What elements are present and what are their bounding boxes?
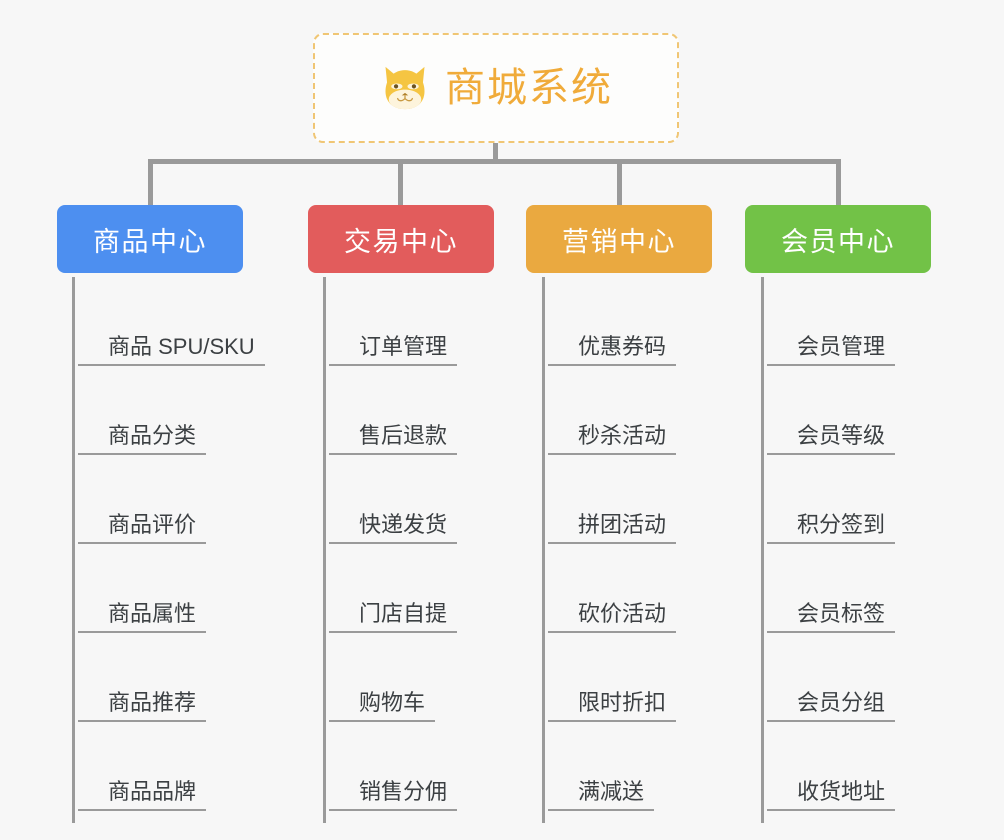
category-label-marketing: 营销中心 bbox=[562, 226, 676, 257]
list-item[interactable]: 会员等级 bbox=[761, 366, 896, 455]
leaf-label: 商品 SPU/SKU bbox=[78, 334, 265, 366]
leaf-label: 会员标签 bbox=[767, 601, 896, 633]
list-item[interactable]: 商品分类 bbox=[72, 366, 265, 455]
leaf-list-member: 会员管理 会员等级 积分签到 会员标签 会员分组 收货地址 bbox=[761, 277, 896, 811]
category-box-member[interactable]: 会员中心 bbox=[745, 205, 931, 273]
list-item[interactable]: 限时折扣 bbox=[542, 633, 677, 722]
list-item[interactable]: 收货地址 bbox=[761, 722, 896, 811]
leaf-label: 积分签到 bbox=[767, 512, 896, 544]
connector-drop-2 bbox=[398, 159, 403, 207]
leaf-label: 商品评价 bbox=[78, 512, 207, 544]
leaf-spine-member bbox=[761, 277, 764, 823]
leaf-label: 商品分类 bbox=[78, 423, 207, 455]
leaf-label: 满减送 bbox=[548, 779, 655, 811]
list-item[interactable]: 购物车 bbox=[323, 633, 457, 722]
list-item[interactable]: 商品 SPU/SKU bbox=[72, 277, 265, 366]
connector-root-stem bbox=[493, 143, 498, 162]
list-item[interactable]: 会员标签 bbox=[761, 544, 896, 633]
list-item[interactable]: 商品评价 bbox=[72, 455, 265, 544]
leaf-spine-product bbox=[72, 277, 75, 823]
connector-drop-1 bbox=[148, 159, 153, 207]
leaf-label: 购物车 bbox=[329, 690, 436, 722]
category-label-member: 会员中心 bbox=[781, 226, 895, 257]
category-box-marketing[interactable]: 营销中心 bbox=[526, 205, 712, 273]
list-item[interactable]: 优惠券码 bbox=[542, 277, 677, 366]
shiba-dog-face-icon bbox=[385, 66, 425, 110]
list-item[interactable]: 积分签到 bbox=[761, 455, 896, 544]
leaf-label: 会员管理 bbox=[767, 334, 896, 366]
category-box-product[interactable]: 商品中心 bbox=[57, 205, 243, 273]
leaf-list-marketing: 优惠券码 秒杀活动 拼团活动 砍价活动 限时折扣 满减送 bbox=[542, 277, 677, 811]
leaf-label: 商品推荐 bbox=[78, 690, 207, 722]
leaf-label: 会员分组 bbox=[767, 690, 896, 722]
root-node[interactable]: 商城系统 bbox=[313, 33, 679, 143]
leaf-label: 砍价活动 bbox=[548, 601, 677, 633]
list-item[interactable]: 商品推荐 bbox=[72, 633, 265, 722]
root-title: 商城系统 bbox=[445, 66, 613, 110]
leaf-spine-trade bbox=[323, 277, 326, 823]
list-item[interactable]: 门店自提 bbox=[323, 544, 458, 633]
leaf-label: 限时折扣 bbox=[548, 690, 677, 722]
list-item[interactable]: 满减送 bbox=[542, 722, 676, 811]
leaf-label: 秒杀活动 bbox=[548, 423, 677, 455]
leaf-label: 销售分佣 bbox=[329, 779, 458, 811]
list-item[interactable]: 商品品牌 bbox=[72, 722, 265, 811]
category-label-product: 商品中心 bbox=[93, 226, 207, 257]
leaf-label: 售后退款 bbox=[329, 423, 458, 455]
list-item[interactable]: 快递发货 bbox=[323, 455, 458, 544]
list-item[interactable]: 商品属性 bbox=[72, 544, 265, 633]
connector-drop-3 bbox=[617, 159, 622, 207]
leaf-label: 订单管理 bbox=[329, 334, 458, 366]
connector-drop-4 bbox=[836, 159, 841, 207]
category-box-trade[interactable]: 交易中心 bbox=[308, 205, 494, 273]
leaf-label: 收货地址 bbox=[767, 779, 896, 811]
list-item[interactable]: 砍价活动 bbox=[542, 544, 677, 633]
leaf-label: 快递发货 bbox=[329, 512, 458, 544]
list-item[interactable]: 拼团活动 bbox=[542, 455, 677, 544]
leaf-label: 商品品牌 bbox=[78, 779, 207, 811]
leaf-label: 拼团活动 bbox=[548, 512, 677, 544]
leaf-label: 优惠券码 bbox=[548, 334, 677, 366]
connector-bus bbox=[148, 159, 841, 164]
leaf-spine-marketing bbox=[542, 277, 545, 823]
list-item[interactable]: 秒杀活动 bbox=[542, 366, 677, 455]
list-item[interactable]: 订单管理 bbox=[323, 277, 458, 366]
leaf-list-trade: 订单管理 售后退款 快递发货 门店自提 购物车 销售分佣 bbox=[323, 277, 458, 811]
list-item[interactable]: 会员管理 bbox=[761, 277, 896, 366]
list-item[interactable]: 会员分组 bbox=[761, 633, 896, 722]
leaf-list-product: 商品 SPU/SKU 商品分类 商品评价 商品属性 商品推荐 商品品牌 bbox=[72, 277, 265, 811]
leaf-label: 商品属性 bbox=[78, 601, 207, 633]
list-item[interactable]: 售后退款 bbox=[323, 366, 458, 455]
leaf-label: 会员等级 bbox=[767, 423, 896, 455]
leaf-label: 门店自提 bbox=[329, 601, 458, 633]
list-item[interactable]: 销售分佣 bbox=[323, 722, 458, 811]
category-label-trade: 交易中心 bbox=[344, 226, 458, 257]
